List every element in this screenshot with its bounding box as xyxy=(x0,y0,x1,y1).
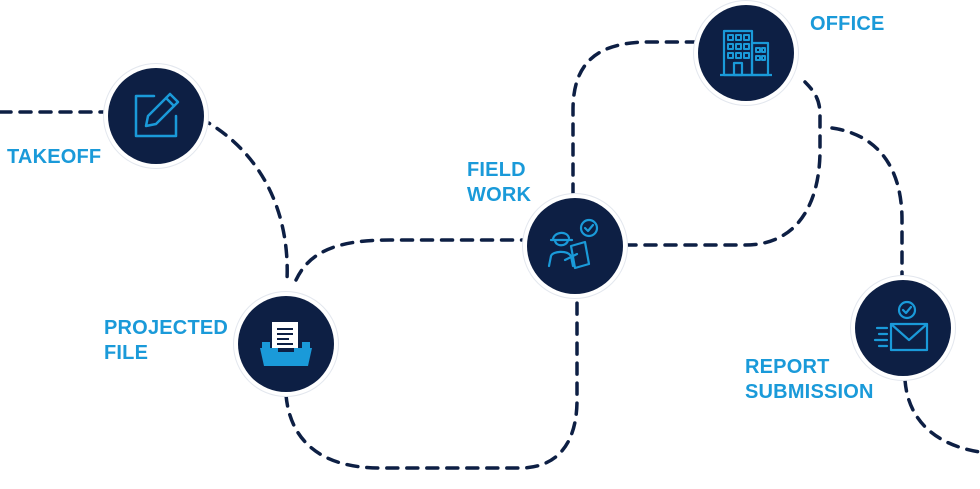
projected-file-label: PROJECTED FILE xyxy=(104,316,228,366)
field-work-label-line-2: WORK xyxy=(467,184,532,206)
projected-file-node xyxy=(238,296,334,392)
path-office-to-report-submission xyxy=(830,126,904,277)
report-submission-label: REPORT SUBMISSION xyxy=(745,355,874,405)
path-takeoff-to-projected-file xyxy=(198,116,289,282)
office-building-icon xyxy=(720,29,772,77)
path-projected-file-to-field-work-upper xyxy=(294,238,532,282)
report-submission-label-line-2: SUBMISSION xyxy=(745,381,874,403)
path-projected-file-to-field-work-lower xyxy=(284,293,579,470)
projected-file-label-line-2: FILE xyxy=(104,342,149,364)
takeoff-node xyxy=(108,68,204,164)
office-label: OFFICE xyxy=(810,12,885,37)
path-field-work-to-office-right xyxy=(623,80,822,247)
pencil-edit-icon xyxy=(134,92,180,138)
takeoff-label: TAKEOFF xyxy=(7,145,101,170)
field-work-label-line-1: FIELD xyxy=(467,159,526,181)
folder-document-icon xyxy=(260,322,312,366)
worker-checklist-icon xyxy=(547,218,599,270)
field-work-label: FIELD WORK xyxy=(467,158,531,208)
office-label-line: OFFICE xyxy=(810,13,885,35)
path-field-work-to-office-left xyxy=(571,40,702,197)
takeoff-label-line: TAKEOFF xyxy=(7,146,102,168)
envelope-check-icon xyxy=(873,300,929,352)
office-node xyxy=(698,5,794,101)
report-submission-node xyxy=(855,280,951,376)
field-work-node xyxy=(527,198,623,294)
path-report-submission-to-end xyxy=(903,378,980,454)
report-submission-label-line-1: REPORT xyxy=(745,356,830,378)
projected-file-label-line-1: PROJECTED xyxy=(104,317,229,339)
